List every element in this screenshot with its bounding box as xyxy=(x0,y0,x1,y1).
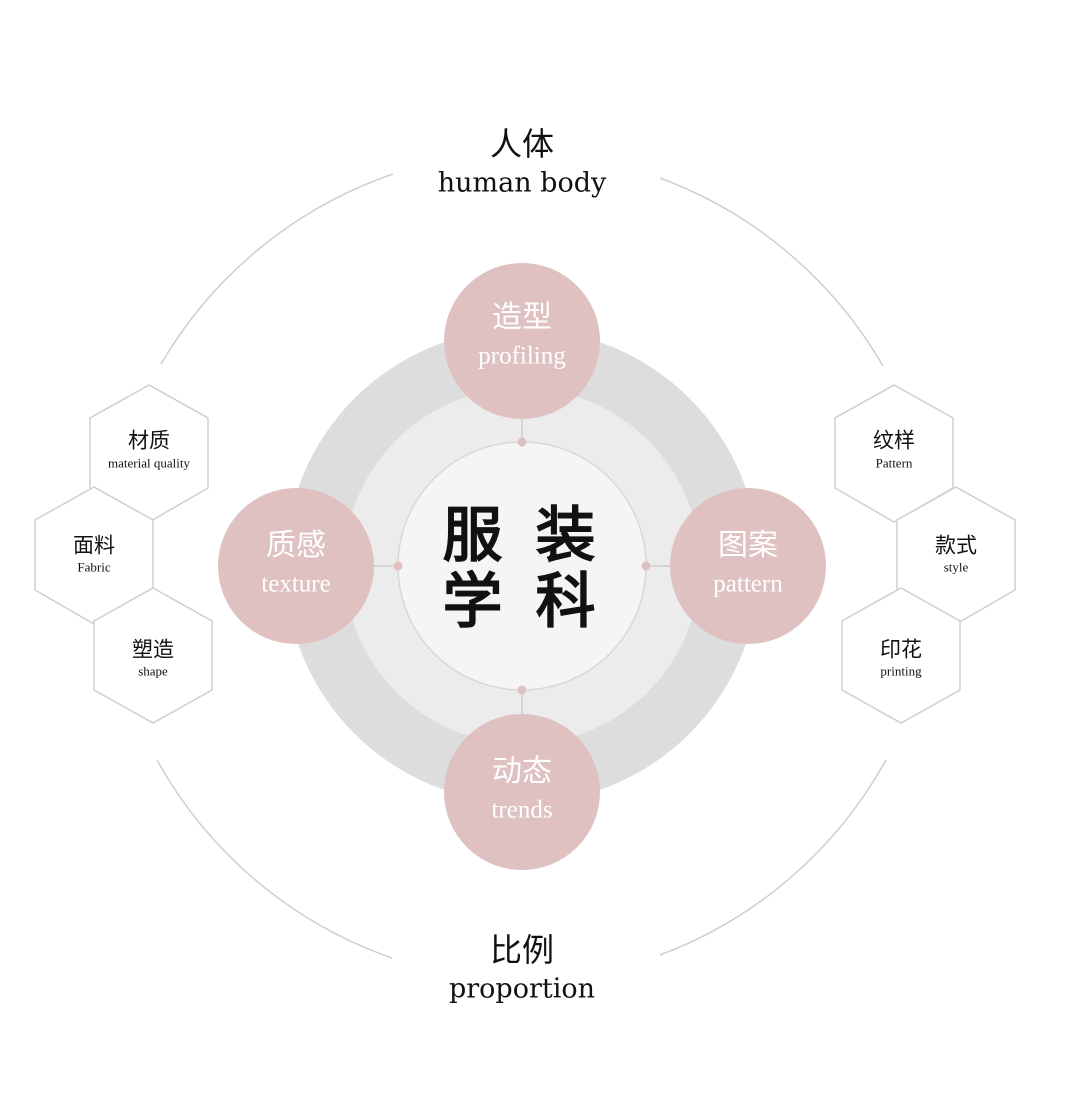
node-bottom-zh: 动态 xyxy=(492,754,552,789)
outer-arc-top-left xyxy=(160,173,394,365)
hex-right-3-en: printing xyxy=(880,663,922,679)
node-left-en: texture xyxy=(261,570,331,598)
hex-right-2-zh: 款式 xyxy=(935,533,977,558)
outer-bottom-en: proportion xyxy=(448,973,596,1005)
center-title-line-2: 学 科 xyxy=(442,567,602,637)
node-right-zh: 图案 xyxy=(718,528,778,563)
hex-left-3 xyxy=(93,587,213,724)
outer-top-en: human body xyxy=(437,167,607,199)
hex-left-3-en: shape xyxy=(138,663,168,679)
hex-left-1-zh: 材质 xyxy=(128,428,170,453)
hex-right-3 xyxy=(841,587,961,724)
node-top-en: profiling xyxy=(478,342,566,370)
node-bottom-circle xyxy=(444,714,600,870)
outer-top-zh: 人体 xyxy=(489,125,555,163)
outer-arc-bottom-left xyxy=(156,759,393,959)
hex-left-1 xyxy=(89,384,209,523)
outer-arc-top-right xyxy=(659,177,884,367)
dot-top xyxy=(517,437,527,447)
center-title-line-1: 服 装 xyxy=(442,501,602,571)
hex-right-1-zh: 纹样 xyxy=(873,428,915,453)
node-top-zh: 造型 xyxy=(492,300,552,335)
hex-left-2-zh: 面料 xyxy=(73,533,115,558)
dot-right xyxy=(641,561,651,571)
outer-bottom-zh: 比例 xyxy=(489,931,555,969)
node-bottom-en: trends xyxy=(491,796,553,824)
outer-arc-bottom-right xyxy=(659,759,887,956)
hex-left-3-zh: 塑造 xyxy=(132,637,174,662)
dot-left xyxy=(393,561,403,571)
hex-right-3-zh: 印花 xyxy=(880,637,922,662)
node-top-circle xyxy=(444,263,600,419)
node-left-circle xyxy=(218,488,374,644)
node-left-zh: 质感 xyxy=(266,528,326,563)
hex-left-2-en: Fabric xyxy=(77,559,111,575)
hex-right-1-en: Pattern xyxy=(875,455,913,471)
hex-left-1-en: material quality xyxy=(108,455,190,471)
node-right-en: pattern xyxy=(713,570,783,598)
node-right-circle xyxy=(670,488,826,644)
hex-right-2-en: style xyxy=(943,559,969,575)
dot-bottom xyxy=(517,685,527,695)
